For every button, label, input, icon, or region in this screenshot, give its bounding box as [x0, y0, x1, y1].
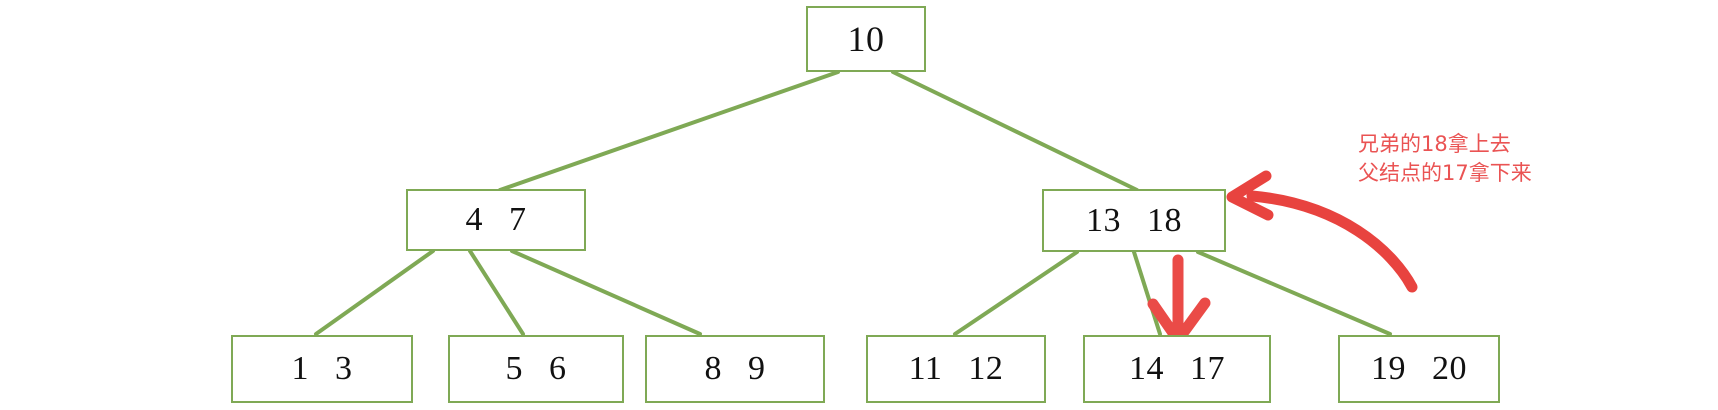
- node-keys: 13 18: [1086, 201, 1182, 239]
- node-key-value: 7: [509, 201, 527, 238]
- node-key-value: 20: [1432, 350, 1467, 387]
- node-key-value: 18: [1147, 201, 1182, 239]
- annotation-line: 父结点的17拿下来: [1358, 160, 1532, 185]
- tree-edge-root-to-n-left: [498, 70, 840, 192]
- node-key-value: 12: [968, 350, 1004, 387]
- node-key-value: 1: [291, 350, 309, 387]
- node-key-value: 17: [1190, 350, 1225, 387]
- tree-edge-n-left-to-leaf-3: [510, 249, 702, 336]
- red-down-arrow-icon: [1147, 254, 1211, 346]
- node-key-value: 5: [505, 350, 523, 387]
- tree-node-n-right: 13 18: [1042, 189, 1226, 252]
- node-key-value: 13: [1086, 201, 1121, 239]
- tree-node-root: 10: [806, 6, 926, 72]
- node-key-value: 4: [465, 201, 483, 238]
- node-key-value: 6: [549, 350, 567, 387]
- annotation-line: 兄弟的18拿上去: [1358, 132, 1511, 156]
- node-key-value: 3: [335, 350, 353, 387]
- node-keys: 14 17: [1129, 352, 1225, 386]
- tree-edge-n-left-to-leaf-2: [468, 249, 525, 336]
- node-key-value: 9: [748, 350, 766, 387]
- tree-node-leaf-5: 14 17: [1083, 335, 1271, 403]
- tree-node-leaf-4: 11 12: [866, 335, 1046, 403]
- node-key-value: 11: [908, 350, 943, 387]
- tree-edge-n-right-to-leaf-4: [953, 250, 1079, 336]
- tree-edge-root-to-n-right: [891, 70, 1139, 192]
- node-keys: 11 12: [909, 352, 1004, 386]
- node-key-value: 8: [704, 350, 722, 387]
- node-keys: 10: [848, 21, 885, 57]
- tree-edge-n-right-to-leaf-5: [1132, 250, 1162, 336]
- annotation-note: 兄弟的18拿上去父结点的17拿下来: [1358, 130, 1532, 188]
- tree-edge-n-left-to-leaf-1: [314, 249, 435, 336]
- red-curved-arrow-icon: [1226, 170, 1418, 293]
- node-key-value: 10: [847, 19, 885, 59]
- node-key-value: 14: [1129, 350, 1164, 387]
- tree-edge-n-right-to-leaf-6: [1196, 250, 1392, 336]
- node-key-value: 19: [1371, 350, 1406, 387]
